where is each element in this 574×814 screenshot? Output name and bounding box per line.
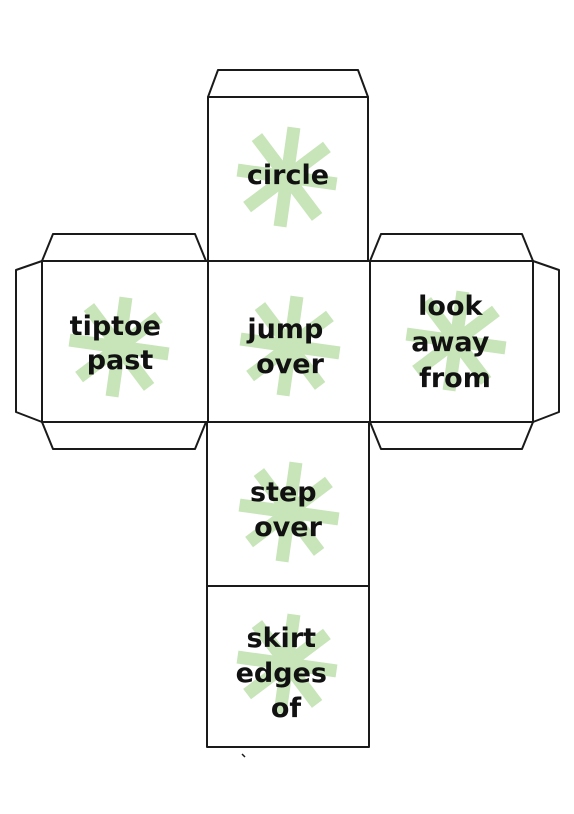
right-upper-glue-tab	[369, 233, 534, 262]
asterisk-icon	[238, 461, 340, 563]
asterisk-icon	[236, 613, 338, 715]
right-side-glue-tab	[532, 260, 560, 423]
left-side-glue-tab	[15, 260, 43, 423]
face-top-label: circle	[247, 160, 329, 191]
asterisk-spoke	[412, 305, 500, 377]
face-bottom-label: skirt edges of	[236, 623, 337, 724]
asterisk-icon	[68, 296, 170, 398]
print-mark	[241, 753, 246, 758]
left-lower-glue-tab	[41, 421, 207, 450]
asterisk-icon	[239, 295, 341, 397]
asterisk-icon	[405, 290, 507, 392]
left-upper-glue-tab	[41, 233, 207, 262]
asterisk-spoke	[245, 476, 333, 548]
asterisk-spoke	[243, 141, 331, 213]
right-lower-glue-tab	[369, 421, 534, 450]
asterisk-spoke	[246, 310, 334, 382]
asterisk-icon	[236, 126, 338, 228]
face-lower-label: step over	[250, 477, 326, 543]
face-center-label: jump over	[246, 314, 332, 380]
top-glue-tab	[207, 69, 369, 98]
asterisk-spoke	[75, 311, 163, 383]
asterisk-spoke	[243, 628, 331, 700]
face-left-label: tiptoe past	[70, 311, 171, 376]
face-right-label: look away from	[411, 291, 499, 394]
